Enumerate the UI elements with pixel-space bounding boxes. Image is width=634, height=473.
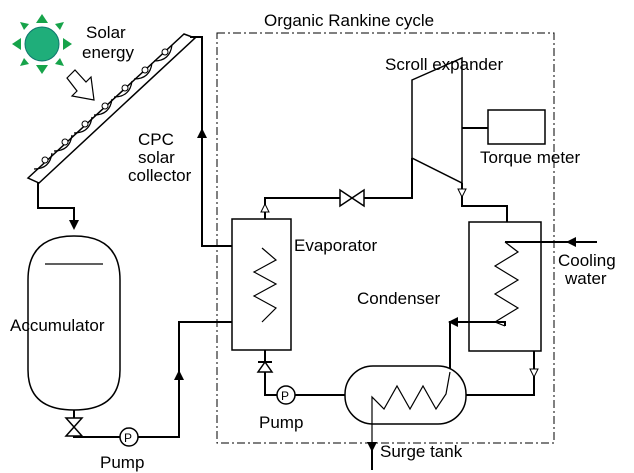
valve-icon: [339, 188, 354, 208]
pump-right-label: Pump: [259, 413, 303, 432]
flow-arrow-icon: [566, 237, 576, 247]
surge-tank-label: Surge tank: [380, 442, 463, 461]
orc-title: Organic Rankine cycle: [264, 11, 434, 30]
evaporator: [231, 218, 292, 351]
exhaust-pipe: [461, 183, 508, 222]
flow-arrow-icon: [174, 370, 184, 380]
radiation-arrow-icon: [66, 69, 95, 101]
condensate-pipe: [466, 351, 535, 396]
scroll-expander: [411, 56, 463, 185]
cpc-label-2: solar: [138, 148, 175, 167]
torque-meter: [487, 109, 546, 145]
solar-energy-label-1: Solar: [86, 23, 126, 42]
accumulator-tank: [27, 235, 121, 411]
condenser: [468, 221, 542, 352]
cpc-solar-collector: [26, 33, 197, 184]
sun-icon: [12, 14, 72, 74]
cooling-water-out-pipe: [449, 321, 506, 370]
surge-tank-coil: [371, 371, 451, 448]
flow-arrow-hollow-icon: [260, 202, 270, 213]
cpc-label-1: CPC: [138, 130, 174, 149]
torque-meter-label: Torque meter: [480, 148, 580, 167]
cooling-water-label-2: water: [564, 269, 607, 288]
solar-energy-label-2: energy: [82, 43, 134, 62]
condenser-coil: [493, 241, 520, 327]
pump-left-label: Pump: [100, 453, 144, 472]
valve-icon: [350, 188, 365, 208]
flow-arrow-icon: [197, 128, 207, 138]
pump-left-symbol: P: [124, 431, 132, 445]
collector-to-accumulator-pipe: [37, 182, 75, 228]
return-pipe: [138, 321, 232, 438]
scroll-expander-label: Scroll expander: [385, 55, 503, 74]
evaporator-coil: [252, 247, 278, 323]
cooling-water-label-1: Cooling: [558, 251, 616, 270]
flow-arrow-hollow-icon: [457, 188, 467, 199]
valve-icon: [64, 417, 84, 429]
orc-boundary: [216, 32, 555, 444]
vapor-pipe: [264, 158, 413, 219]
flow-arrow-icon: [448, 317, 458, 327]
pump-right-symbol: P: [281, 389, 289, 403]
pump-line-left: [73, 436, 120, 438]
cpc-label-3: collector: [128, 166, 192, 185]
condenser-label: Condenser: [357, 289, 441, 308]
flow-arrow-icon: [69, 220, 79, 230]
check-valve-icon: [256, 360, 274, 373]
flow-arrow-icon: [367, 442, 377, 452]
flow-arrow-hollow-icon: [529, 368, 539, 379]
evaporator-label: Evaporator: [294, 236, 377, 255]
hot-fluid-pipe: [190, 36, 232, 247]
accumulator-label: Accumulator: [10, 316, 105, 335]
valve-icon: [64, 425, 84, 437]
surge-tank: [344, 365, 467, 425]
